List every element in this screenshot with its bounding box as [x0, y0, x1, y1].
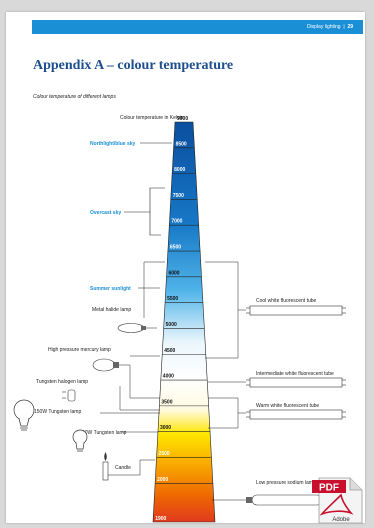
lamp-label-candle: Candle [115, 465, 131, 471]
scale-tick-label: 9000 [177, 116, 188, 122]
scale-tick-label: 5000 [166, 322, 177, 328]
warm-white-tube-icon [246, 409, 346, 420]
lamp-label-40w: 40W Tungsten lamp [82, 430, 127, 436]
sky-label-summer: Summer sunlight [90, 286, 131, 292]
scale-ticks: 9000 8500 8000 7500 7000 6500 6000 5500 5000 4500… [155, 116, 213, 522]
scale-tick-label: 7500 [173, 193, 184, 199]
lamp-label-intermediate: Intermediate white fluorescent tube [256, 371, 334, 377]
scale-tick-label: 4000 [163, 374, 174, 380]
sky-label-overcast: Overcast sky [90, 210, 121, 216]
cool-white-bracket [205, 261, 239, 359]
figure-caption: Colour temperature of different lamps [33, 94, 116, 100]
lamp-label-cool-white: Cool white fluorescent tube [256, 298, 317, 304]
header-page-number: 29 [347, 24, 353, 30]
running-header: Display lighting | 29 [307, 22, 353, 32]
scale-tick-label: 3000 [160, 425, 171, 431]
pdf-label: PDF [319, 483, 339, 494]
sky-label-northlight: Northlight/blue sky [90, 141, 136, 147]
scale-tick-label: 8500 [176, 141, 187, 147]
lamp-label-metal-halide: Metal halide lamp [92, 307, 131, 313]
page-title: Appendix A – colour temperature [33, 58, 234, 73]
scale-tick-label: 3500 [161, 399, 172, 405]
colour-scale-bar [152, 121, 216, 523]
warm-white-bracket [208, 397, 239, 429]
lamp-label-halogen: Tungsten halogen lamp [36, 379, 88, 385]
header-separator: | [341, 24, 347, 30]
scale-tick-label: 1900 [155, 516, 166, 522]
pdf-banner [312, 480, 346, 493]
scale-tick-label: 5500 [167, 296, 178, 302]
scale-tick-label: 6500 [170, 245, 181, 251]
pdf-file-icon[interactable]: PDF Adobe [312, 477, 363, 524]
halogen-bracket [119, 386, 160, 411]
halogen-lamp-icon [62, 389, 76, 402]
scale-tick-label: 2500 [159, 451, 170, 457]
sodium-lamp-icon [246, 494, 323, 506]
intermediate-tube-icon [246, 377, 346, 388]
mercury-bracket [119, 364, 160, 399]
candle-bracket [108, 459, 155, 476]
scale-tick-label: 7000 [171, 219, 182, 225]
mercury-lamp-icon [92, 358, 119, 372]
scale-tick-label: 6000 [168, 270, 179, 276]
scale-tick-label: 2000 [157, 477, 168, 483]
metal-halide-lamp-icon [117, 323, 157, 333]
axis-label: Colour temperature in Kelvin [120, 115, 184, 121]
lamp-label-150w: 150W Tungsten lamp [34, 409, 81, 415]
candle-icon [102, 452, 109, 481]
scale-tick-label: 4500 [164, 348, 175, 354]
tungsten-40w-bulb-icon [72, 429, 88, 452]
overcast-bracket [149, 187, 165, 236]
adobe-logo-icon [319, 493, 354, 516]
adobe-label: Adobe [332, 517, 350, 523]
scale-tick-label: 8000 [174, 167, 185, 173]
tungsten-150w-bulb-icon [13, 399, 35, 431]
lamp-label-mercury: High pressure mercury lamp [48, 347, 111, 353]
lamp-label-warm-white: Warm white fluorescent tube [256, 403, 319, 409]
cool-white-tube-icon [246, 305, 346, 316]
header-section: Display lighting [306, 24, 341, 30]
lamp-label-sodium: Low pressure sodium lamp [256, 480, 316, 486]
header-bar: Display lighting | 29 [32, 20, 363, 34]
